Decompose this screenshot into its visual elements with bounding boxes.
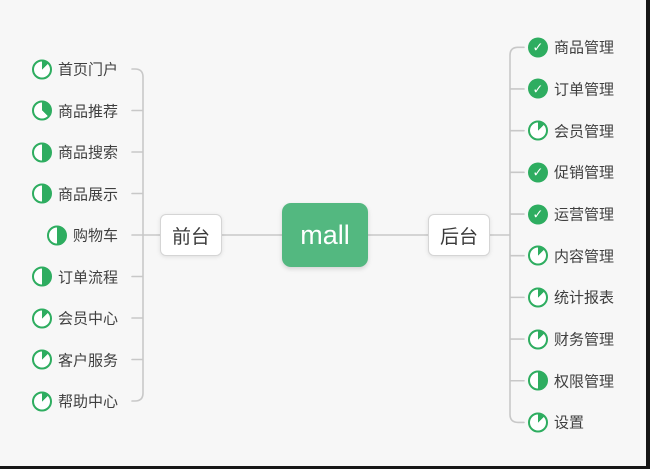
leaf-topic-label: 商品管理 xyxy=(554,39,615,57)
pie-progress-icon xyxy=(528,245,548,266)
leaf-topic[interactable]: ✓ 订单管理 xyxy=(528,78,614,99)
check-circle-icon: ✓ xyxy=(528,37,548,58)
leaf-topic-label: 会员中心 xyxy=(57,310,118,328)
leaf-topic-label: 商品展示 xyxy=(57,186,118,203)
leaf-topic[interactable]: 财务管理 xyxy=(528,329,614,350)
leaf-topic-label: 会员管理 xyxy=(554,123,615,141)
leaf-topic-label: 权限管理 xyxy=(554,373,615,391)
branch-node-backend[interactable]: 后台 xyxy=(428,214,490,256)
leaf-topic[interactable]: 首页门户 xyxy=(31,59,118,80)
pie-progress-icon xyxy=(46,225,67,245)
leaf-topic[interactable]: 内容管理 xyxy=(528,245,614,266)
leaf-topic-label: 商品推荐 xyxy=(57,103,118,120)
leaf-topic-label: 帮助中心 xyxy=(57,393,118,411)
pie-progress-icon xyxy=(31,349,52,370)
pie-progress-icon xyxy=(528,412,548,433)
pie-progress-icon xyxy=(31,266,52,287)
leaf-topic[interactable]: 购物车 xyxy=(46,225,118,246)
pie-progress-icon xyxy=(31,391,52,411)
check-circle-icon: ✓ xyxy=(528,78,548,99)
leaf-topic[interactable]: 统计报表 xyxy=(528,287,614,308)
leaf-topic-label: 促销管理 xyxy=(554,164,615,182)
leaf-topic-label: 首页门户 xyxy=(57,61,118,79)
leaf-topic-label: 客户服务 xyxy=(57,352,118,369)
leaf-topic[interactable]: 帮助中心 xyxy=(31,391,118,412)
leaf-topic[interactable]: ✓ 商品管理 xyxy=(528,37,614,58)
pie-progress-icon xyxy=(31,308,52,328)
leaf-topic[interactable]: 客户服务 xyxy=(31,349,118,370)
leaf-topic[interactable]: ✓ 促销管理 xyxy=(528,162,614,183)
leaf-topic[interactable]: 订单流程 xyxy=(31,266,118,287)
pie-progress-icon xyxy=(31,183,52,204)
pie-progress-icon xyxy=(528,329,548,350)
leaf-topic-label: 运营管理 xyxy=(554,206,615,224)
pie-progress-icon xyxy=(528,287,548,308)
pie-progress-icon xyxy=(528,120,548,141)
leaf-topic[interactable]: 会员中心 xyxy=(31,308,118,329)
leaf-topic[interactable]: 权限管理 xyxy=(528,370,614,391)
pie-progress-icon xyxy=(31,100,52,121)
leaf-topic[interactable]: 会员管理 xyxy=(528,120,614,141)
pie-progress-icon xyxy=(528,370,548,391)
leaf-topic[interactable]: ✓ 运营管理 xyxy=(528,204,614,225)
leaf-topic-label: 内容管理 xyxy=(554,248,615,266)
leaf-topic[interactable]: 商品搜索 xyxy=(31,142,118,163)
leaf-topic[interactable]: 商品展示 xyxy=(31,183,118,204)
branch-node-frontend[interactable]: 前台 xyxy=(160,214,222,256)
leaf-topic-label: 财务管理 xyxy=(554,331,615,349)
leaf-topic-label: 商品搜索 xyxy=(57,144,118,162)
leaf-topic-label: 订单管理 xyxy=(554,81,615,99)
leaf-topic[interactable]: 商品推荐 xyxy=(31,100,118,121)
pie-progress-icon xyxy=(31,142,52,162)
leaf-topic-label: 购物车 xyxy=(72,227,118,245)
leaf-topic-label: 统计报表 xyxy=(554,289,615,307)
leaf-topic[interactable]: 设置 xyxy=(528,412,584,433)
root-node-mall[interactable]: mall xyxy=(282,203,368,267)
pie-progress-icon xyxy=(31,59,52,79)
leaf-topic-label: 订单流程 xyxy=(57,269,118,286)
check-circle-icon: ✓ xyxy=(528,162,548,183)
check-circle-icon: ✓ xyxy=(528,204,548,225)
leaf-topic-label: 设置 xyxy=(554,414,585,432)
